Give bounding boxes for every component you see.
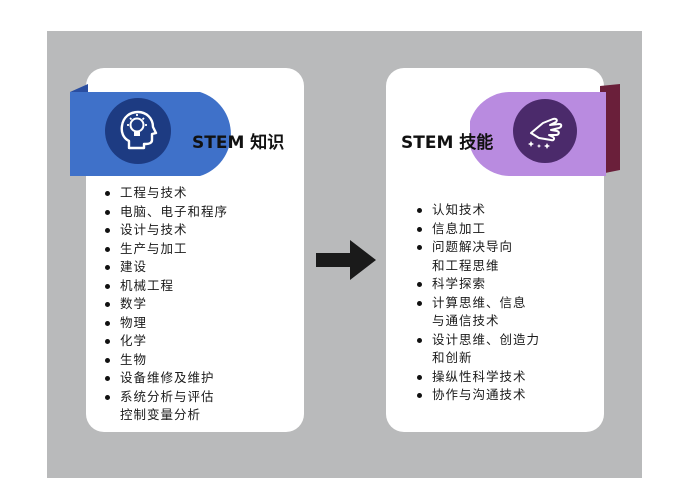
- list-item: 计算思维、信息: [414, 294, 540, 313]
- knowledge-list: 工程与技术电脑、电子和程序设计与技术生产与加工建设机械工程数学物理化学生物设备维…: [102, 184, 228, 425]
- list-item: 认知技术: [414, 201, 540, 220]
- list-item: 设计与技术: [102, 221, 228, 240]
- list-item: 问题解决导向: [414, 238, 540, 257]
- list-item: 工程与技术: [102, 184, 228, 203]
- skills-title: STEM 技能: [401, 133, 494, 153]
- list-item: 生产与加工: [102, 240, 228, 259]
- list-item: 控制变量分析: [120, 407, 202, 422]
- list-item: 机械工程: [102, 277, 228, 296]
- hand-sparkles-icon: [528, 117, 563, 149]
- list-item: 和工程思维: [432, 257, 500, 273]
- list-item: 协作与沟通技术: [414, 386, 540, 405]
- list-item: 生物: [102, 351, 228, 370]
- list-item: 信息加工: [414, 220, 540, 239]
- list-item: 数学: [102, 295, 228, 314]
- list-item: 科学探索: [414, 275, 540, 294]
- list-item: 设计思维、创造力: [414, 331, 540, 350]
- knowledge-icon-circle: [105, 98, 171, 164]
- list-item: 设备维修及维护: [102, 369, 228, 388]
- list-item: 物理: [102, 314, 228, 333]
- list-item: 与通信技术: [432, 313, 500, 328]
- list-item: 操纵性科学技术: [414, 368, 540, 387]
- right-arrow-icon: [316, 240, 376, 280]
- list-item: 和创新: [432, 350, 473, 365]
- list-item: 系统分析与评估: [102, 388, 228, 407]
- list-item: 电脑、电子和程序: [102, 203, 228, 222]
- head-lightbulb-icon: [120, 110, 158, 150]
- list-item: 建设: [102, 258, 228, 277]
- skills-icon-circle: [513, 99, 577, 163]
- skills-list: 认知技术信息加工问题解决导向和工程思维科学探索计算思维、信息与通信技术设计思维、…: [414, 201, 540, 405]
- list-item: 化学: [102, 332, 228, 351]
- knowledge-title: STEM 知识: [192, 133, 285, 153]
